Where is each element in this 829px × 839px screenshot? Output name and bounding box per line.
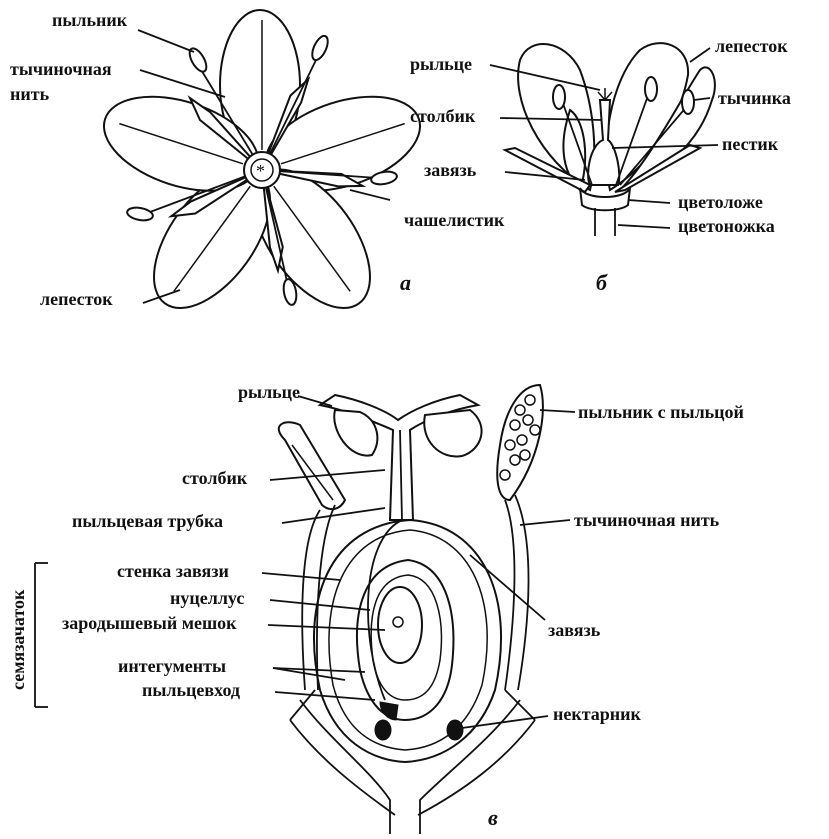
label-filament-line2: нить <box>10 84 50 104</box>
panel-b-tag: б <box>596 270 608 295</box>
label-anther: пыльник <box>52 10 128 30</box>
panel-c-tag: в <box>488 805 498 830</box>
label-ovary-c: завязь <box>548 620 601 640</box>
label-pollen-tube: пыльцевая трубка <box>72 511 223 531</box>
label-pistil-b: пестик <box>722 134 779 154</box>
svg-text:*: * <box>256 161 265 181</box>
label-petal-b: лепесток <box>715 36 788 56</box>
label-stigma-c: рыльце <box>238 382 300 402</box>
label-petal-a: лепесток <box>40 289 113 309</box>
label-micropyle: пыльцевход <box>142 680 240 700</box>
label-receptacle-b: цветоложе <box>678 192 763 212</box>
label-style-b: столбик <box>410 106 476 126</box>
label-integuments: интегументы <box>118 656 226 676</box>
label-pedicel-b: цветоножка <box>678 216 775 236</box>
label-ovary-b: завязь <box>424 160 477 180</box>
panel-a-center: * <box>244 152 280 188</box>
label-nucellus: нуцеллус <box>170 588 244 608</box>
label-filament-c: тычиночная нить <box>574 510 720 530</box>
label-filament-line1: тычиночная <box>10 59 112 79</box>
label-style-c: столбик <box>182 468 248 488</box>
label-ovule: семязачаток <box>8 589 28 690</box>
label-embryo-sac: зародышевый мешок <box>62 613 237 633</box>
label-stigma-b: рыльце <box>410 54 472 74</box>
panel-c-pistil <box>314 395 501 762</box>
label-sepal: чашелистик <box>404 210 505 230</box>
label-anther-pollen: пыльник с пыльцой <box>578 402 744 422</box>
label-stamen-b: тычинка <box>718 88 791 108</box>
panel-c-longitudinal-section: рыльце столбик пыльцевая трубка стенка з… <box>8 382 744 834</box>
panel-a-tag: а <box>400 270 411 295</box>
label-ovary-wall: стенка завязи <box>117 561 229 581</box>
label-nectary: нектарник <box>553 704 642 724</box>
panel-c-ovule-bracket <box>35 563 48 707</box>
panel-b-flower-side-view: рыльце столбик завязь лепесток тычинка п… <box>410 36 791 295</box>
panel-b-receptacle-pedicel <box>580 188 630 236</box>
